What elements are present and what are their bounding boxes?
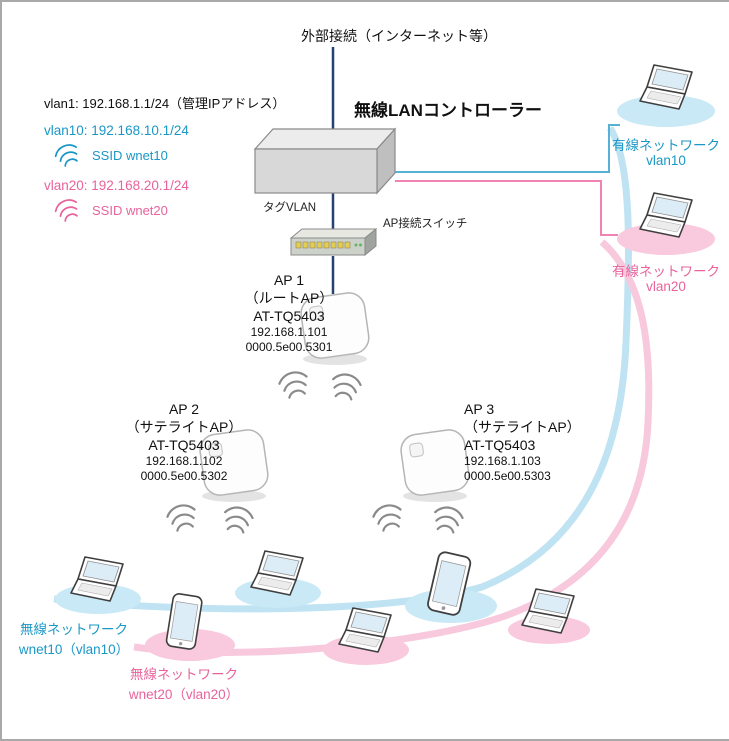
- ap3-name: AP 3: [464, 401, 495, 417]
- wired-vlan20-ellipse: [617, 223, 715, 255]
- ap1-ip: 192.168.1.101: [250, 325, 328, 339]
- wnet10-coverage-curve: [53, 126, 633, 613]
- wireless-wnet20-subtitle: wnet20（vlan20）: [128, 687, 240, 702]
- vlan10-label: vlan10: 192.168.10.1/24: [44, 123, 189, 138]
- ssid20-label: SSID wnet20: [92, 203, 168, 218]
- ap1-mac: 0000.5e00.5301: [245, 340, 333, 354]
- ap2-label-block: AP 2 （サテライトAP） AT-TQ5403 192.168.1.102 0…: [110, 400, 258, 484]
- ap1-wifi-waves-left-icon: [276, 368, 312, 401]
- ap3-label-block: AP 3 （サテライトAP） AT-TQ5403 192.168.1.103 0…: [464, 400, 581, 484]
- ap1-model: AT-TQ5403: [253, 308, 325, 324]
- wireless-wnet10-title: 無線ネットワーク: [20, 622, 128, 637]
- ap3-wifi-waves-left-icon: [370, 501, 406, 534]
- ap2-model: AT-TQ5403: [148, 437, 220, 453]
- ssid-wnet20-wifi-icon: [52, 195, 83, 224]
- ap3-device-icon: [398, 427, 472, 503]
- ap-switch-label: AP接続スイッチ: [383, 218, 468, 230]
- ap3-ip: 192.168.1.103: [464, 454, 541, 468]
- ap3-mac: 0000.5e00.5303: [464, 469, 551, 483]
- wired-vlan20-link-line: [395, 180, 618, 236]
- wnet20-coverage-curve: [133, 239, 653, 656]
- ap1-wifi-waves-right-icon: [328, 370, 364, 402]
- wlan-controller-icon: [253, 127, 397, 195]
- ap2-name: AP 2: [168, 401, 200, 417]
- ap2-ip: 192.168.1.102: [145, 454, 223, 468]
- wired-vlan20-subtitle: vlan20: [646, 279, 686, 294]
- ap3-role: （サテライトAP）: [464, 419, 581, 435]
- ap1-role: （ルートAP）: [244, 290, 334, 306]
- wired-vlan10-title: 有線ネットワーク: [612, 138, 720, 153]
- ap2-role: （サテライトAP）: [125, 419, 243, 435]
- wired-vlan10-subtitle: vlan10: [646, 153, 686, 168]
- wireless-wnet20-title: 無線ネットワーク: [130, 667, 238, 682]
- vlan1-label: vlan1: 192.168.1.1/24（管理IPアドレス）: [44, 96, 286, 111]
- ap2-wifi-waves-right-icon: [220, 503, 256, 535]
- ap-switch-icon: [290, 228, 377, 256]
- vlan20-label: vlan20: 192.168.20.1/24: [44, 178, 189, 193]
- ap2-mac: 0000.5e00.5302: [140, 469, 228, 483]
- ssid-wnet10-wifi-icon: [52, 140, 83, 169]
- wired-vlan20-title: 有線ネットワーク: [612, 264, 720, 279]
- wireless-wnet10-subtitle: wnet10（vlan10）: [18, 642, 130, 657]
- ssid10-label: SSID wnet10: [92, 148, 168, 163]
- ap3-wifi-waves-right-icon: [430, 503, 466, 535]
- ap1-label-block: AP 1 （ルートAP） AT-TQ5403 192.168.1.101 000…: [215, 271, 363, 355]
- wired-vlan10-link-line: [395, 124, 620, 173]
- controller-title: 無線LANコントローラー: [354, 101, 542, 120]
- wired-vlan10-ellipse: [617, 95, 715, 127]
- ap2-wifi-waves-left-icon: [164, 501, 200, 534]
- tag-vlan-label: タグVLAN: [263, 202, 317, 214]
- ap3-model: AT-TQ5403: [464, 437, 536, 453]
- ap1-name: AP 1: [273, 272, 305, 288]
- external-connection-label: 外部接続（インターネット等）: [301, 28, 497, 44]
